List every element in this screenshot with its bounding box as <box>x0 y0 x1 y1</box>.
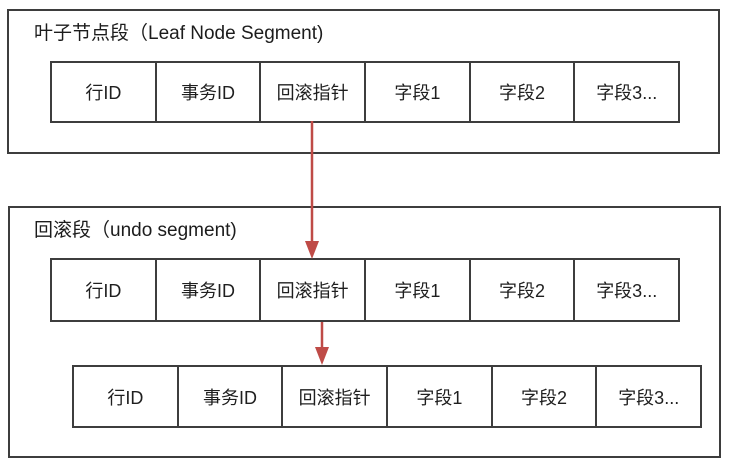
cell-row-id: 行ID <box>52 260 157 320</box>
cell-field-1: 字段1 <box>366 63 471 121</box>
undo-segment-box: 回滚段（undo segment) 行ID 事务ID 回滚指针 字段1 字段2 … <box>8 206 721 458</box>
leaf-record-row: 行ID 事务ID 回滚指针 字段1 字段2 字段3... <box>50 61 680 123</box>
cell-row-id: 行ID <box>52 63 157 121</box>
undo-segment-title: 回滚段（undo segment) <box>34 220 237 241</box>
cell-field-1: 字段1 <box>366 260 471 320</box>
cell-transaction-id: 事务ID <box>157 63 262 121</box>
cell-field-2: 字段2 <box>471 260 576 320</box>
cell-rollback-pointer: 回滚指针 <box>261 260 367 320</box>
cell-transaction-id: 事务ID <box>179 367 284 426</box>
cell-row-id: 行ID <box>74 367 179 426</box>
undo-record-row-2: 行ID 事务ID 回滚指针 字段1 字段2 字段3... <box>72 365 702 428</box>
leaf-node-segment-title: 叶子节点段（Leaf Node Segment) <box>34 23 324 44</box>
cell-field-1: 字段1 <box>388 367 493 426</box>
cell-field-2: 字段2 <box>471 63 576 121</box>
cell-field-2: 字段2 <box>493 367 598 426</box>
cell-rollback-pointer: 回滚指针 <box>261 63 367 121</box>
cell-transaction-id: 事务ID <box>157 260 262 320</box>
cell-rollback-pointer: 回滚指针 <box>283 367 389 426</box>
cell-field-3: 字段3... <box>618 387 680 408</box>
leaf-node-segment-box: 叶子节点段（Leaf Node Segment) 行ID 事务ID 回滚指针 字… <box>7 9 720 154</box>
undo-record-row-1: 行ID 事务ID 回滚指针 字段1 字段2 字段3... <box>50 258 680 322</box>
cell-field-3: 字段3... <box>596 281 658 301</box>
cell-field-3: 字段3... <box>596 83 658 103</box>
